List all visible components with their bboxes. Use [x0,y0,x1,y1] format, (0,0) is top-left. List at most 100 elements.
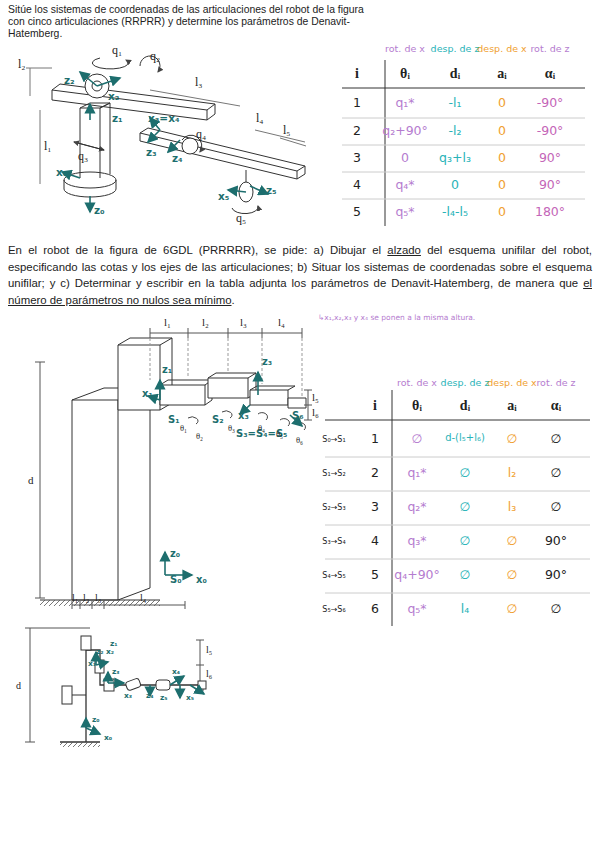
axis-arrow [107,672,109,683]
drawing-stroke [288,398,306,408]
drawing-stroke [198,681,206,689]
table-header: θᵢ [400,66,410,82]
axis-label: x₅ [186,694,194,703]
table-cell: ∅ [460,568,471,582]
statement-text: alzado [387,244,421,256]
drawing-stroke [40,110,41,184]
table-cell: q₅* [395,205,414,219]
drawing-stroke [62,686,72,704]
axis-arrow [85,718,87,728]
drawing-stroke [60,742,100,747]
statement-text: . [232,294,235,306]
table-cell: q₄* [395,178,414,192]
column-note: rot. de x [385,44,425,55]
table-header: dᵢ [460,398,470,414]
drawing-stroke [325,390,590,626]
dimension-label: q₁ [112,44,122,58]
dimension-label: d [16,680,21,692]
table-cell: 90° [539,151,561,165]
table-cell: 3 [353,151,361,165]
table-cell: ∅ [507,602,518,616]
dimension-label: l₅ [312,391,319,404]
axis-label: z₃ [262,356,272,368]
drawing-stroke [118,345,160,410]
column-note: desp. de z [431,44,480,55]
drawing-stroke [342,60,585,226]
axis-arrow [179,685,181,698]
drawing-stroke [325,457,590,593]
drawing-stroke [150,338,302,396]
table-cell: 5 [353,205,361,219]
table-cell: ∅ [551,500,562,514]
axis-label: z₅ [266,184,277,196]
drawing-stroke [25,628,90,742]
table-cell: 0 [498,178,506,192]
table-cell: q₄+90° [394,568,440,582]
joint-label: θ₂ [196,432,203,442]
table-cell: ∅ [460,534,471,548]
table-cell: 5 [371,568,379,582]
table-cell: q₂+90° [382,124,428,138]
axis-label: x₃ [124,692,132,701]
drawing-stroke [208,373,256,398]
table-header: i [355,66,359,82]
axis-label: x₀ [104,734,112,743]
axis-label: z₂ [96,648,104,657]
axis-arrow [257,372,259,395]
drawing-stroke [342,118,585,199]
dimension-label: q₄ [196,128,206,142]
drawing-stroke [104,679,114,691]
drawing-stroke [156,680,170,690]
dimension-label: l₅ [283,124,291,138]
drawing-stroke [255,130,306,146]
table-cell: -90° [537,96,564,110]
dimension-label: l₆ [206,668,212,680]
drawing-stroke [250,390,288,405]
axis-label: z₀ [94,204,105,216]
table-cell: 0 [498,151,506,165]
dimension-label: q₂ [150,50,160,64]
axis-label: z₀ [170,548,180,560]
axis-arrow [97,78,120,86]
joint-label: θ₄ [258,424,265,434]
table-cell: 90° [545,534,567,548]
table-cell: 0 [498,124,506,138]
problem-statement: Sitúe los sistemas de coordenadas de las… [8,4,380,40]
handwritten-note: ↳x₁,x₂,x₃ y x₄ se ponen a la misma altur… [318,314,475,323]
axis-arrow [170,676,184,685]
axis-label: x₁ [142,388,153,400]
axis-arrow [164,552,166,575]
table-cell: ∅ [551,602,562,616]
column-note: desp. de x [477,44,526,55]
table-cell: ∅ [551,432,562,446]
table-cell: ∅ [412,432,423,446]
axis-arrow [228,190,246,192]
axis-label: x₁ [88,660,96,669]
axis-arrow [250,186,268,194]
dimension-label: q₅ [236,212,246,226]
drawing-stroke [74,142,104,150]
column-note: rot. de z [530,44,569,55]
dimension-label: l₂ [18,58,26,72]
table-cell: ∅ [460,466,471,480]
axis-label: z₂ [64,74,75,86]
axis-arrow [159,380,161,400]
axis-arrow [108,682,124,684]
dimension-label: l₄ [278,316,285,329]
table-cell: 2 [371,466,379,480]
table-cell: 4 [353,178,361,192]
table-header: aᵢ [497,66,506,82]
axis-label: x₄ [172,668,180,677]
table-cell: 4 [371,534,379,548]
table-cell: ∅ [507,568,518,582]
axis-arrow [96,662,108,665]
drawing-stroke [64,180,116,197]
axis-label: z₃ [146,146,157,158]
joint-label: θ₅ [276,430,283,440]
axis-label: x₃ [238,410,249,422]
dimension-label: l₆ [312,406,319,419]
drawing-stroke [72,388,150,600]
table-cell: 90° [539,178,561,192]
frame-transition: S₀→S₁ [322,435,345,444]
